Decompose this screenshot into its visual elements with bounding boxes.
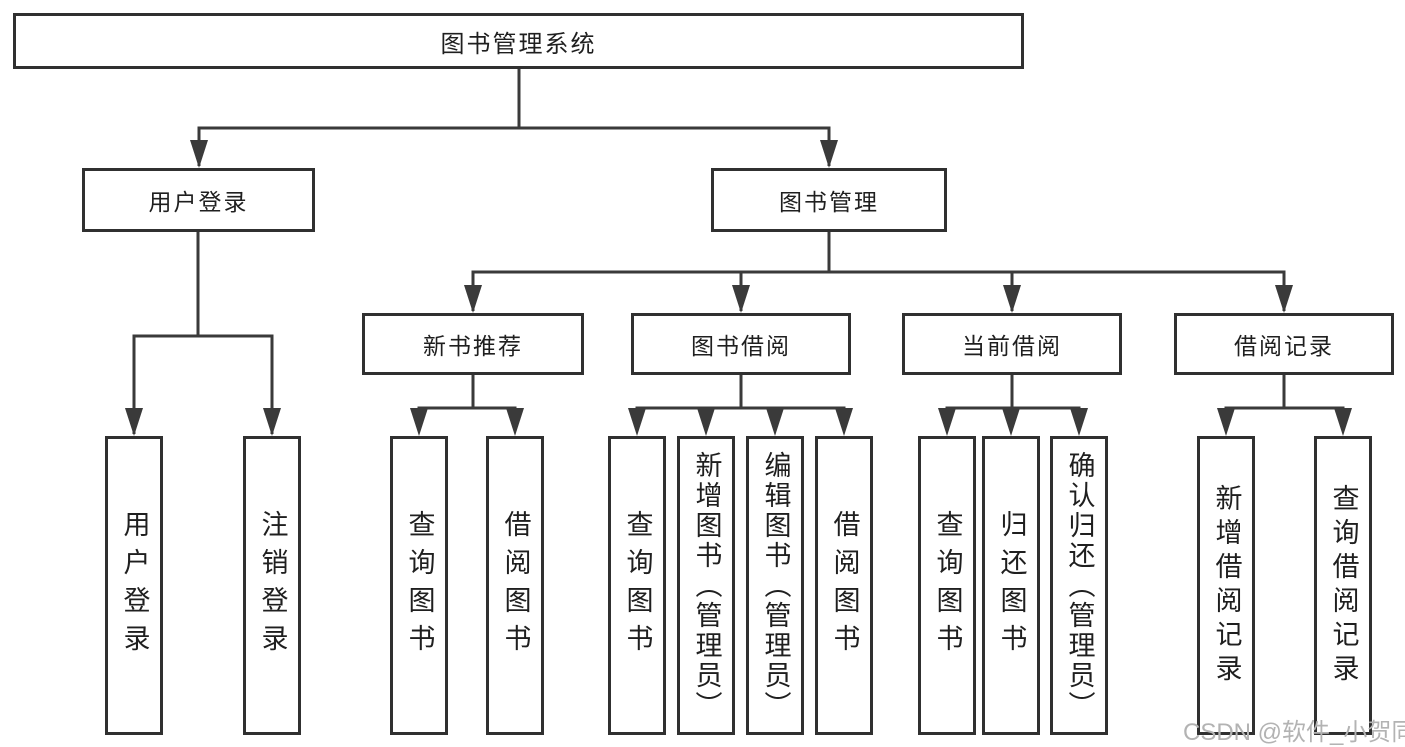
node-book-management: 图书管理 <box>711 168 947 232</box>
leaf-br-add-record: 新增借阅记录 <box>1197 436 1255 735</box>
node-new-book-recommend-label: 新书推荐 <box>423 333 523 359</box>
leaf-br-query-record: 查询借阅记录 <box>1314 436 1372 735</box>
leaf-nbr-query-books-label: 查询图书 <box>404 509 435 662</box>
leaf-bb-borrow-books: 借阅图书 <box>815 436 873 735</box>
leaf-nbr-borrow-books-label: 借阅图书 <box>500 509 531 662</box>
leaf-bb-add-books-admin-label: 新增图书（管理员） <box>691 450 722 721</box>
leaf-cb-return-books: 归还图书 <box>982 436 1040 735</box>
leaf-user-login: 用户登录 <box>105 436 163 735</box>
node-book-borrow: 图书借阅 <box>631 313 851 375</box>
node-user-login: 用户登录 <box>82 168 315 232</box>
node-book-borrow-label: 图书借阅 <box>691 333 791 359</box>
leaf-user-login-label: 用户登录 <box>119 509 150 662</box>
leaf-cb-query-books: 查询图书 <box>918 436 976 735</box>
node-current-borrow-label: 当前借阅 <box>962 333 1062 359</box>
node-book-management-label: 图书管理 <box>779 189 879 215</box>
leaf-logout: 注销登录 <box>243 436 301 735</box>
leaf-cb-return-books-label: 归还图书 <box>996 509 1027 662</box>
node-current-borrow: 当前借阅 <box>902 313 1122 375</box>
leaf-nbr-borrow-books: 借阅图书 <box>486 436 544 735</box>
leaf-bb-add-books-admin: 新增图书（管理员） <box>677 436 735 735</box>
leaf-bb-borrow-books-label: 借阅图书 <box>829 509 860 662</box>
leaf-cb-confirm-return-admin: 确认归还（管理员） <box>1050 436 1108 735</box>
leaf-cb-query-books-label: 查询图书 <box>932 509 963 662</box>
leaf-br-add-record-label: 新增借阅记录 <box>1211 483 1242 688</box>
leaf-cb-confirm-return-admin-label: 确认归还（管理员） <box>1064 450 1095 721</box>
leaf-bb-edit-books-admin: 编辑图书（管理员） <box>746 436 804 735</box>
leaf-bb-query-books: 查询图书 <box>608 436 666 735</box>
node-user-login-label: 用户登录 <box>148 189 249 215</box>
watermark: CSDN @软件_小贺同学 <box>1183 719 1405 746</box>
node-root: 图书管理系统 <box>13 13 1024 69</box>
leaf-bb-edit-books-admin-label: 编辑图书（管理员） <box>760 450 791 721</box>
leaf-bb-query-books-label: 查询图书 <box>622 509 653 662</box>
node-root-label: 图书管理系统 <box>440 30 597 58</box>
node-borrow-records-label: 借阅记录 <box>1234 333 1334 359</box>
leaf-nbr-query-books: 查询图书 <box>390 436 448 735</box>
node-new-book-recommend: 新书推荐 <box>362 313 584 375</box>
node-borrow-records: 借阅记录 <box>1174 313 1394 375</box>
leaf-logout-label: 注销登录 <box>257 509 288 662</box>
leaf-br-query-record-label: 查询借阅记录 <box>1328 483 1359 688</box>
